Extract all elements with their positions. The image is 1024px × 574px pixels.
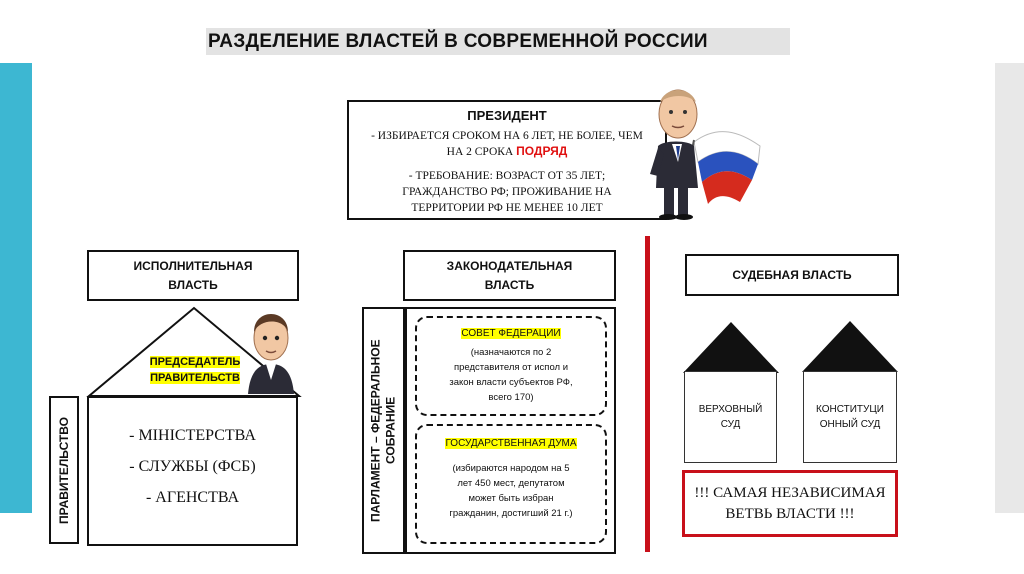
- federation-council-line: закон власти субъектов РФ,: [449, 377, 573, 388]
- state-duma-title: ГОСУДАРСТВЕННАЯ ДУМА: [445, 438, 577, 449]
- president-requirement-citizenship: ГРАЖДАНСТВО РФ; ПРОЖИВАНИЕ НА: [402, 186, 612, 198]
- services-item: - СЛУЖБЫ (ФСБ): [129, 458, 256, 475]
- state-duma-line: может быть избран: [468, 493, 554, 504]
- president-requirement-residence: ТЕРРИТОРИИ РФ НЕ МЕНЕЕ 10 ЛЕТ: [411, 202, 603, 214]
- judicial-divider-line: [645, 236, 650, 552]
- state-duma-box: ГОСУДАРСТВЕННАЯ ДУМА (избираются народом…: [415, 424, 607, 544]
- supreme-court-roof: [683, 322, 779, 373]
- executive-heading-box: ИСПОЛНИТЕЛЬНАЯ ВЛАСТЬ: [87, 250, 299, 301]
- federation-council-line: представителя от испол и: [453, 362, 569, 373]
- supreme-court-line2: СУД: [720, 419, 741, 430]
- government-label: ПРАВИТЕЛЬСТВО: [57, 416, 71, 524]
- parliament-label-line1: ПАРЛАМЕНТ – ФЕДЕРАЛЬНОЕ: [368, 339, 383, 522]
- parliament-label: ПАРЛАМЕНТ – ФЕДЕРАЛЬНОЕ СОБРАНИЕ: [364, 309, 403, 552]
- president-box: ПРЕЗИДЕНТ - ИЗБИРАЕТСЯ СРОКОМ НА 6 ЛЕТ, …: [347, 100, 667, 220]
- president-requirement-age: - ТРЕБОВАНИЕ: ВОЗРАСТ ОТ 35 ЛЕТ;: [408, 170, 606, 182]
- constitutional-court-line2: ОННЫЙ СУД: [819, 419, 881, 430]
- right-accent-bar: [995, 63, 1024, 513]
- president-illustration-icon: [650, 89, 761, 220]
- legislative-heading-line2: ВЛАСТЬ: [484, 277, 535, 292]
- president-term: - ИЗБИРАЕТСЯ СРОКОМ НА 6 ЛЕТ, НЕ БОЛЕЕ, …: [371, 130, 643, 142]
- prime-minister-line2: ПРАВИТЕЛЬСТВ: [150, 372, 240, 384]
- parliament-label-line2: СОБРАНИЕ: [383, 396, 398, 465]
- legislative-heading-line1: ЗАКОНОДАТЕЛЬНАЯ: [446, 258, 573, 273]
- government-side-box: ПРАВИТЕЛЬСТВО: [49, 396, 79, 544]
- state-duma-line: лет 450 мест, депутатом: [457, 478, 565, 489]
- president-term-limit: НА 2 СРОКА ПОДРЯД: [355, 144, 659, 160]
- left-accent-bar: [0, 63, 32, 513]
- page-title: РАЗДЕЛЕНИЕ ВЛАСТЕЙ В СОВРЕМЕННОЙ РОССИИ: [206, 28, 790, 55]
- prime-minister-portrait-icon: [248, 314, 294, 394]
- constitutional-court-line1: КОНСТИТУЦИ: [816, 404, 884, 415]
- state-duma-line: (избираются народом на 5: [452, 463, 570, 474]
- federation-council-line: (назначаются по 2: [470, 347, 552, 358]
- state-duma-line: гражданин, достигший 21 г.): [449, 508, 573, 519]
- parliament-side-box: ПАРЛАМЕНТ – ФЕДЕРАЛЬНОЕ СОБРАНИЕ: [362, 307, 405, 554]
- legislative-heading-box: ЗАКОНОДАТЕЛЬНАЯ ВЛАСТЬ: [403, 250, 616, 301]
- constitutional-court-box: КОНСТИТУЦИ ОННЫЙ СУД: [803, 371, 897, 463]
- independence-note: !!! САМАЯ НЕЗАВИСИМАЯ ВЕТВЬ ВЛАСТИ !!!: [682, 470, 898, 537]
- executive-bodies-box: - МІНІСТЕРСТВА - СЛУЖБЫ (ФСБ) - АГЕНСТВА: [87, 396, 298, 546]
- president-term-limit-text: НА 2 СРОКА: [446, 146, 517, 158]
- supreme-court-line1: ВЕРХОВНЫЙ: [698, 404, 763, 415]
- executive-heading-line1: ИСПОЛНИТЕЛЬНАЯ: [133, 258, 253, 273]
- constitutional-court-roof: [802, 321, 898, 372]
- federation-council-box: СОВЕТ ФЕДЕРАЦИИ (назначаются по 2 предст…: [415, 316, 607, 416]
- president-consecutive: ПОДРЯД: [516, 144, 568, 158]
- ministries-item: - МІНІСТЕРСТВА: [129, 427, 256, 444]
- independence-note-line1: !!! САМАЯ НЕЗАВИСИМАЯ: [694, 484, 886, 501]
- independence-note-line2: ВЕТВЬ ВЛАСТИ !!!: [725, 505, 855, 522]
- supreme-court-box: ВЕРХОВНЫЙ СУД: [684, 371, 777, 463]
- federation-council-title: СОВЕТ ФЕДЕРАЦИИ: [461, 328, 561, 339]
- executive-heading-line2: ВЛАСТЬ: [168, 277, 218, 292]
- president-heading: ПРЕЗИДЕНТ: [467, 108, 547, 123]
- federation-council-line: всего 170): [488, 392, 534, 403]
- prime-minister-label: ПРЕДСЕДАТЕЛЬ ПРАВИТЕЛЬСТВ: [148, 354, 242, 386]
- judicial-heading: СУДЕБНАЯ ВЛАСТЬ: [732, 267, 852, 282]
- agencies-item: - АГЕНСТВА: [145, 489, 240, 506]
- prime-minister-line1: ПРЕДСЕДАТЕЛЬ: [149, 356, 241, 368]
- judicial-heading-box: СУДЕБНАЯ ВЛАСТЬ: [685, 254, 899, 296]
